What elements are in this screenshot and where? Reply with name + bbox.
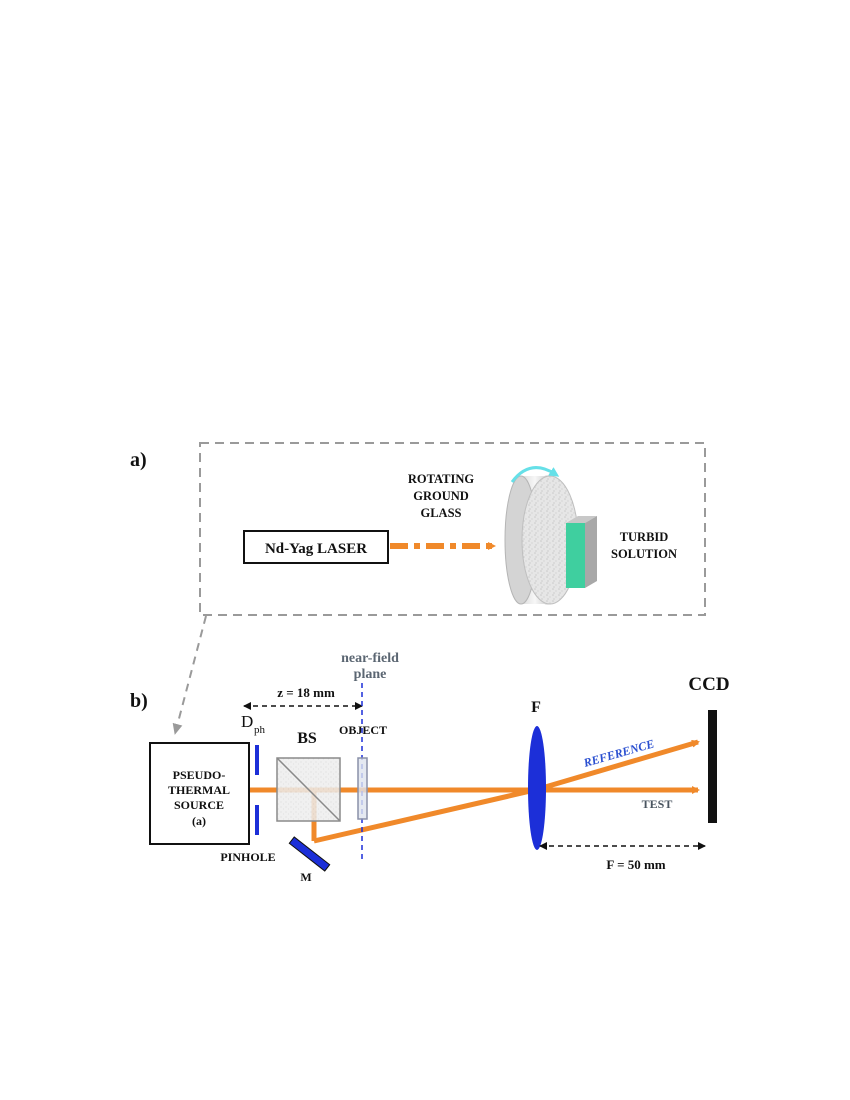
- turbid-label-line-2: SOLUTION: [611, 547, 677, 561]
- beam-splitter-label: BS: [297, 730, 317, 747]
- pinhole-diameter-symbol: D: [241, 712, 253, 731]
- near-field-label-line-1: near-field: [341, 651, 399, 666]
- source-label-line-2: THERMAL: [168, 783, 230, 797]
- rotating-ground-glass: [504, 475, 579, 605]
- panel-a-to-source-connector: [172, 615, 207, 735]
- ccd-detector: [708, 710, 717, 823]
- object-slide: [357, 757, 368, 820]
- beam-splitter: [276, 757, 341, 822]
- panel-b-label: b): [130, 690, 148, 712]
- test-label: TEST: [642, 797, 673, 811]
- lens: [528, 726, 546, 850]
- turbid-solution-cell: [566, 516, 597, 588]
- source-label-line-1: PSEUDO-: [173, 768, 226, 782]
- mirror-label: M: [300, 870, 311, 884]
- laser-box: [243, 530, 389, 564]
- near-field-label-line-2: plane: [354, 667, 387, 682]
- focal-distance-label: F = 50 mm: [606, 857, 665, 872]
- pinhole-label: PINHOLE: [220, 850, 275, 864]
- panel-a-label: a): [130, 449, 147, 471]
- panel-a-frame: [199, 442, 706, 616]
- ccd-label: CCD: [688, 674, 729, 695]
- object-label: OBJECT: [339, 723, 387, 737]
- pinhole-diameter-subscript: ph: [254, 724, 266, 736]
- source-label-line-4: (a): [192, 814, 206, 828]
- rotation-arrow-icon: [510, 466, 560, 483]
- source-label-line-3: SOURCE: [174, 798, 224, 812]
- glass-label-line-1: ROTATING: [408, 472, 474, 486]
- laser-label: Nd-Yag LASER: [265, 541, 367, 557]
- pinhole: [255, 745, 259, 835]
- turbid-label-line-1: TURBID: [620, 530, 669, 544]
- z-distance-label: z = 18 mm: [277, 685, 335, 700]
- pseudothermal-source-box: [149, 742, 250, 845]
- glass-label-line-3: GLASS: [421, 506, 462, 520]
- glass-label-line-2: GROUND: [413, 489, 469, 503]
- lens-label: F: [531, 699, 541, 716]
- mirror: [288, 836, 331, 872]
